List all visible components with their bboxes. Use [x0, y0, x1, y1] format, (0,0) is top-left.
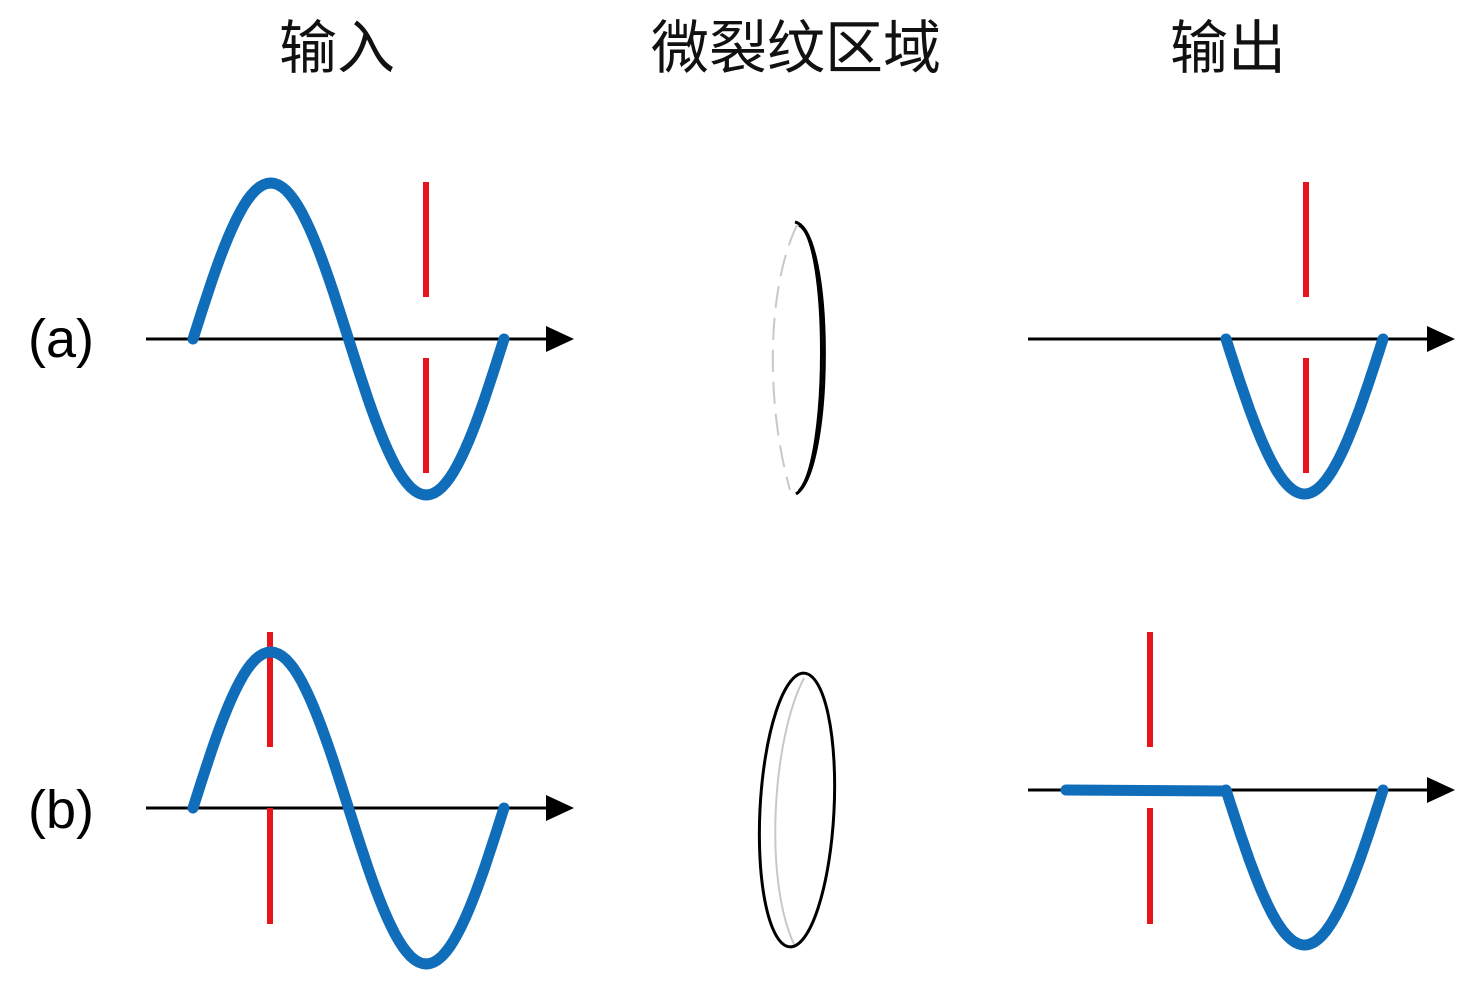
crack-hidden-edge-b — [774, 677, 805, 945]
crack-closed-a — [771, 220, 826, 496]
input-axis-arrow-b — [546, 795, 574, 821]
input-wave-a — [187, 177, 510, 501]
output-wave-flat-b — [1060, 784, 1232, 797]
input-axis-arrow-a — [546, 326, 574, 352]
row-a — [146, 177, 1455, 501]
input-panel-a — [146, 177, 574, 501]
crack-open-b — [757, 671, 837, 949]
crack-opening-b — [757, 671, 837, 949]
crack-face-front-a — [794, 220, 826, 496]
row-label-a: (a) — [28, 309, 94, 369]
output-wave-a — [1220, 333, 1389, 500]
column-title-crack-region: 微裂纹区域 — [651, 14, 941, 82]
input-wave-b — [187, 646, 510, 970]
output-wave-b — [1220, 784, 1389, 951]
crack-hidden-edge-a — [771, 224, 798, 491]
output-panel-a — [1028, 182, 1455, 500]
crack-face-back-a — [797, 223, 823, 493]
row-b — [146, 632, 1455, 970]
column-title-output: 输出 — [1170, 14, 1286, 82]
input-panel-b — [146, 632, 574, 970]
output-panel-b — [1028, 632, 1455, 951]
row-label-b: (b) — [28, 780, 94, 840]
column-title-input: 输入 — [279, 14, 395, 82]
output-axis-arrow-b — [1427, 777, 1455, 803]
output-axis-arrow-a — [1427, 326, 1455, 352]
